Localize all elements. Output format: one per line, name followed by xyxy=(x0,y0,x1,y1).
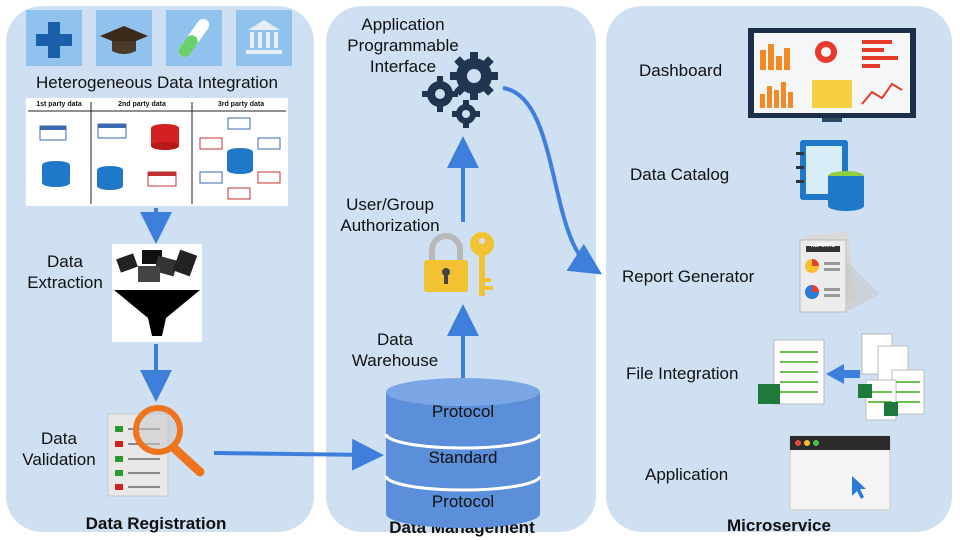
data-catalog-icon xyxy=(796,140,864,211)
authorization-label: User/Group Authorization xyxy=(330,194,450,236)
api-label-line-1: Application xyxy=(361,15,445,34)
magnifier-icon xyxy=(133,405,205,477)
key-icon xyxy=(470,232,494,296)
warehouse-layer-1: Protocol xyxy=(431,402,495,421)
dashboard-icon xyxy=(748,28,916,122)
api-label-line-3: Interface xyxy=(369,57,437,76)
file-integration-icon xyxy=(758,333,925,421)
warehouse-layer-2: Standard xyxy=(428,448,498,467)
file-integration-label: File Integration xyxy=(626,364,739,383)
api-label-line-2: Programmable xyxy=(347,36,459,55)
validation-label-line-2: Validation xyxy=(22,450,96,469)
data-warehouse-cylinder xyxy=(384,378,542,528)
first-party-label: 1st party data xyxy=(36,101,82,108)
data-registration-title: Data Registration xyxy=(85,514,227,533)
flow-arrows xyxy=(140,86,603,471)
third-party-label: 3rd party data xyxy=(217,101,265,108)
bank-icon xyxy=(236,10,292,66)
validation-label-line-1: Data xyxy=(41,429,77,448)
warehouse-label-line-1: Data xyxy=(377,330,413,349)
test-tube-icon xyxy=(166,10,222,66)
dashboard-label: Dashboard xyxy=(639,61,723,80)
authorization-label-line-2: Authorization xyxy=(340,216,440,235)
lock-icon xyxy=(424,233,468,292)
validation-label: Data Validation xyxy=(14,428,104,470)
application-window-icon xyxy=(789,435,891,511)
extraction-label-line-1: Data xyxy=(47,252,83,271)
data-integration-diagram xyxy=(26,98,288,206)
authorization-label-line-1: User/Group xyxy=(346,195,434,214)
funnel-icon xyxy=(112,244,202,342)
medical-icon xyxy=(26,10,82,66)
reports-badge: REPORTS xyxy=(810,243,836,249)
warehouse-layer-3: Protocol xyxy=(431,492,495,511)
warehouse-label-line-2: Warehouse xyxy=(351,351,439,370)
data-catalog-label: Data Catalog xyxy=(630,165,730,184)
integration-label: Heterogeneous Data Integration xyxy=(36,73,278,92)
gears-icon xyxy=(422,52,498,128)
extraction-label: Data Extraction xyxy=(20,251,110,293)
graduation-cap-icon xyxy=(96,10,152,66)
reports-icon xyxy=(799,231,880,313)
extraction-label-line-2: Extraction xyxy=(27,273,103,292)
second-party-label: 2nd party data xyxy=(118,101,166,108)
application-label: Application xyxy=(645,465,729,484)
warehouse-label: Data Warehouse xyxy=(340,329,450,371)
api-label: Application Programmable Interface xyxy=(328,14,478,77)
microservice-title: Microservice xyxy=(727,516,831,535)
report-generator-label: Report Generator xyxy=(622,267,755,286)
